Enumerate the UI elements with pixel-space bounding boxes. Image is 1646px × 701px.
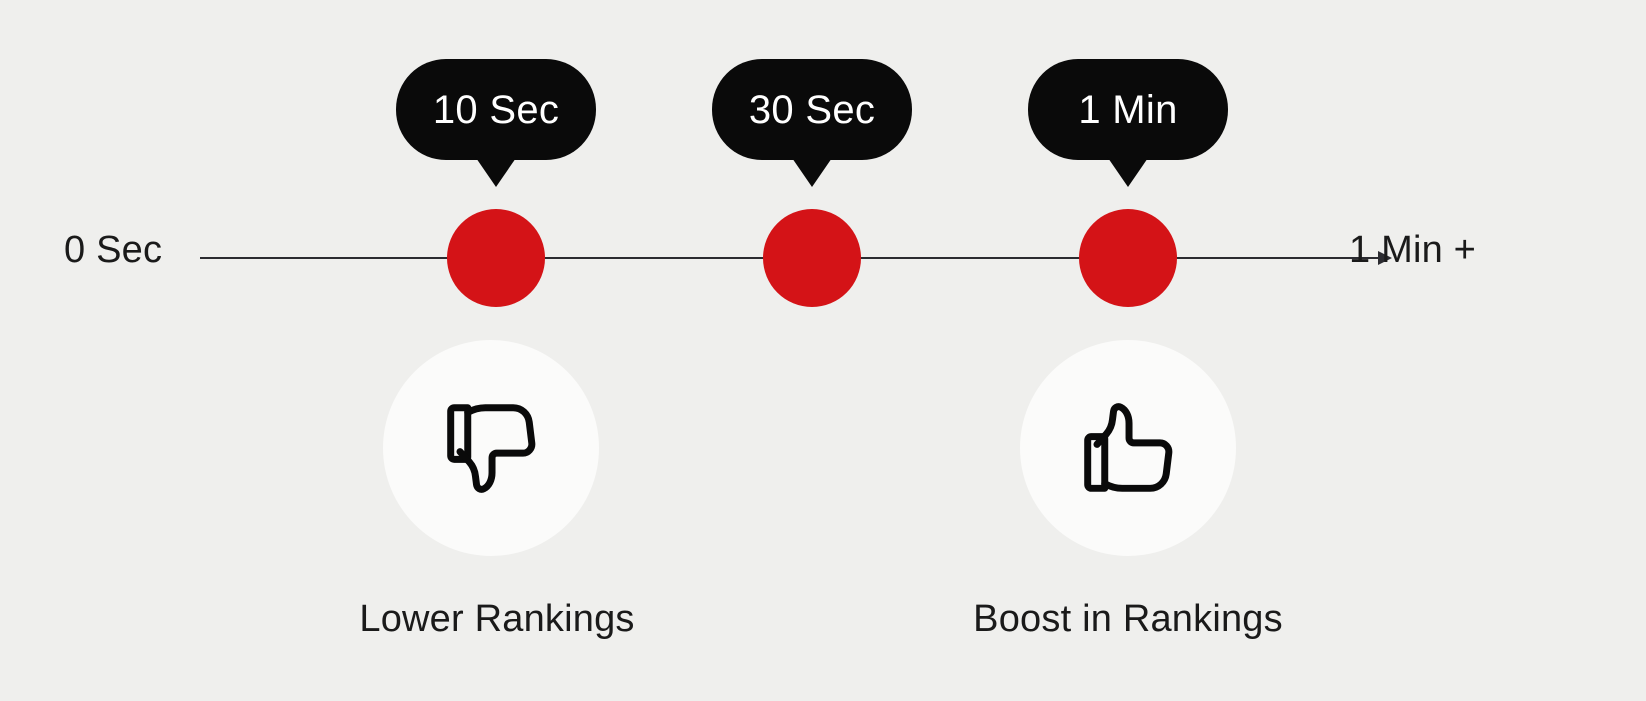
callout-tail-10-sec bbox=[474, 155, 518, 187]
timeline-marker-10-sec[interactable] bbox=[447, 209, 545, 307]
callout-bubble-label: 1 Min bbox=[1078, 87, 1178, 132]
thumbs-up-icon bbox=[1084, 403, 1173, 492]
callout-tail-1-min bbox=[1106, 155, 1150, 187]
outcome-badge-lower-rankings bbox=[383, 340, 599, 556]
callout-bubble-label: 10 Sec bbox=[432, 87, 560, 132]
thumbs-down-icon bbox=[447, 404, 536, 493]
callout-tail-30-sec bbox=[790, 155, 834, 187]
axis-start-label: 0 Sec bbox=[64, 229, 163, 271]
callout-bubble-label: 30 Sec bbox=[748, 87, 876, 132]
outcome-label-boost-in-rankings: Boost in Rankings bbox=[973, 598, 1283, 640]
axis-end-label: 1 Min + bbox=[1349, 229, 1477, 271]
outcome-label-lower-rankings: Lower Rankings bbox=[359, 598, 635, 640]
callout-bubble-10-sec[interactable]: 10 Sec bbox=[396, 59, 596, 160]
outcome-badge-boost-in-rankings bbox=[1020, 340, 1236, 556]
timeline-arrow-icon bbox=[1378, 251, 1392, 265]
timeline-marker-30-sec[interactable] bbox=[763, 209, 861, 307]
callout-bubble-30-sec[interactable]: 30 Sec bbox=[712, 59, 912, 160]
timeline-marker-1-min[interactable] bbox=[1079, 209, 1177, 307]
callout-bubble-1-min[interactable]: 1 Min bbox=[1028, 59, 1228, 160]
